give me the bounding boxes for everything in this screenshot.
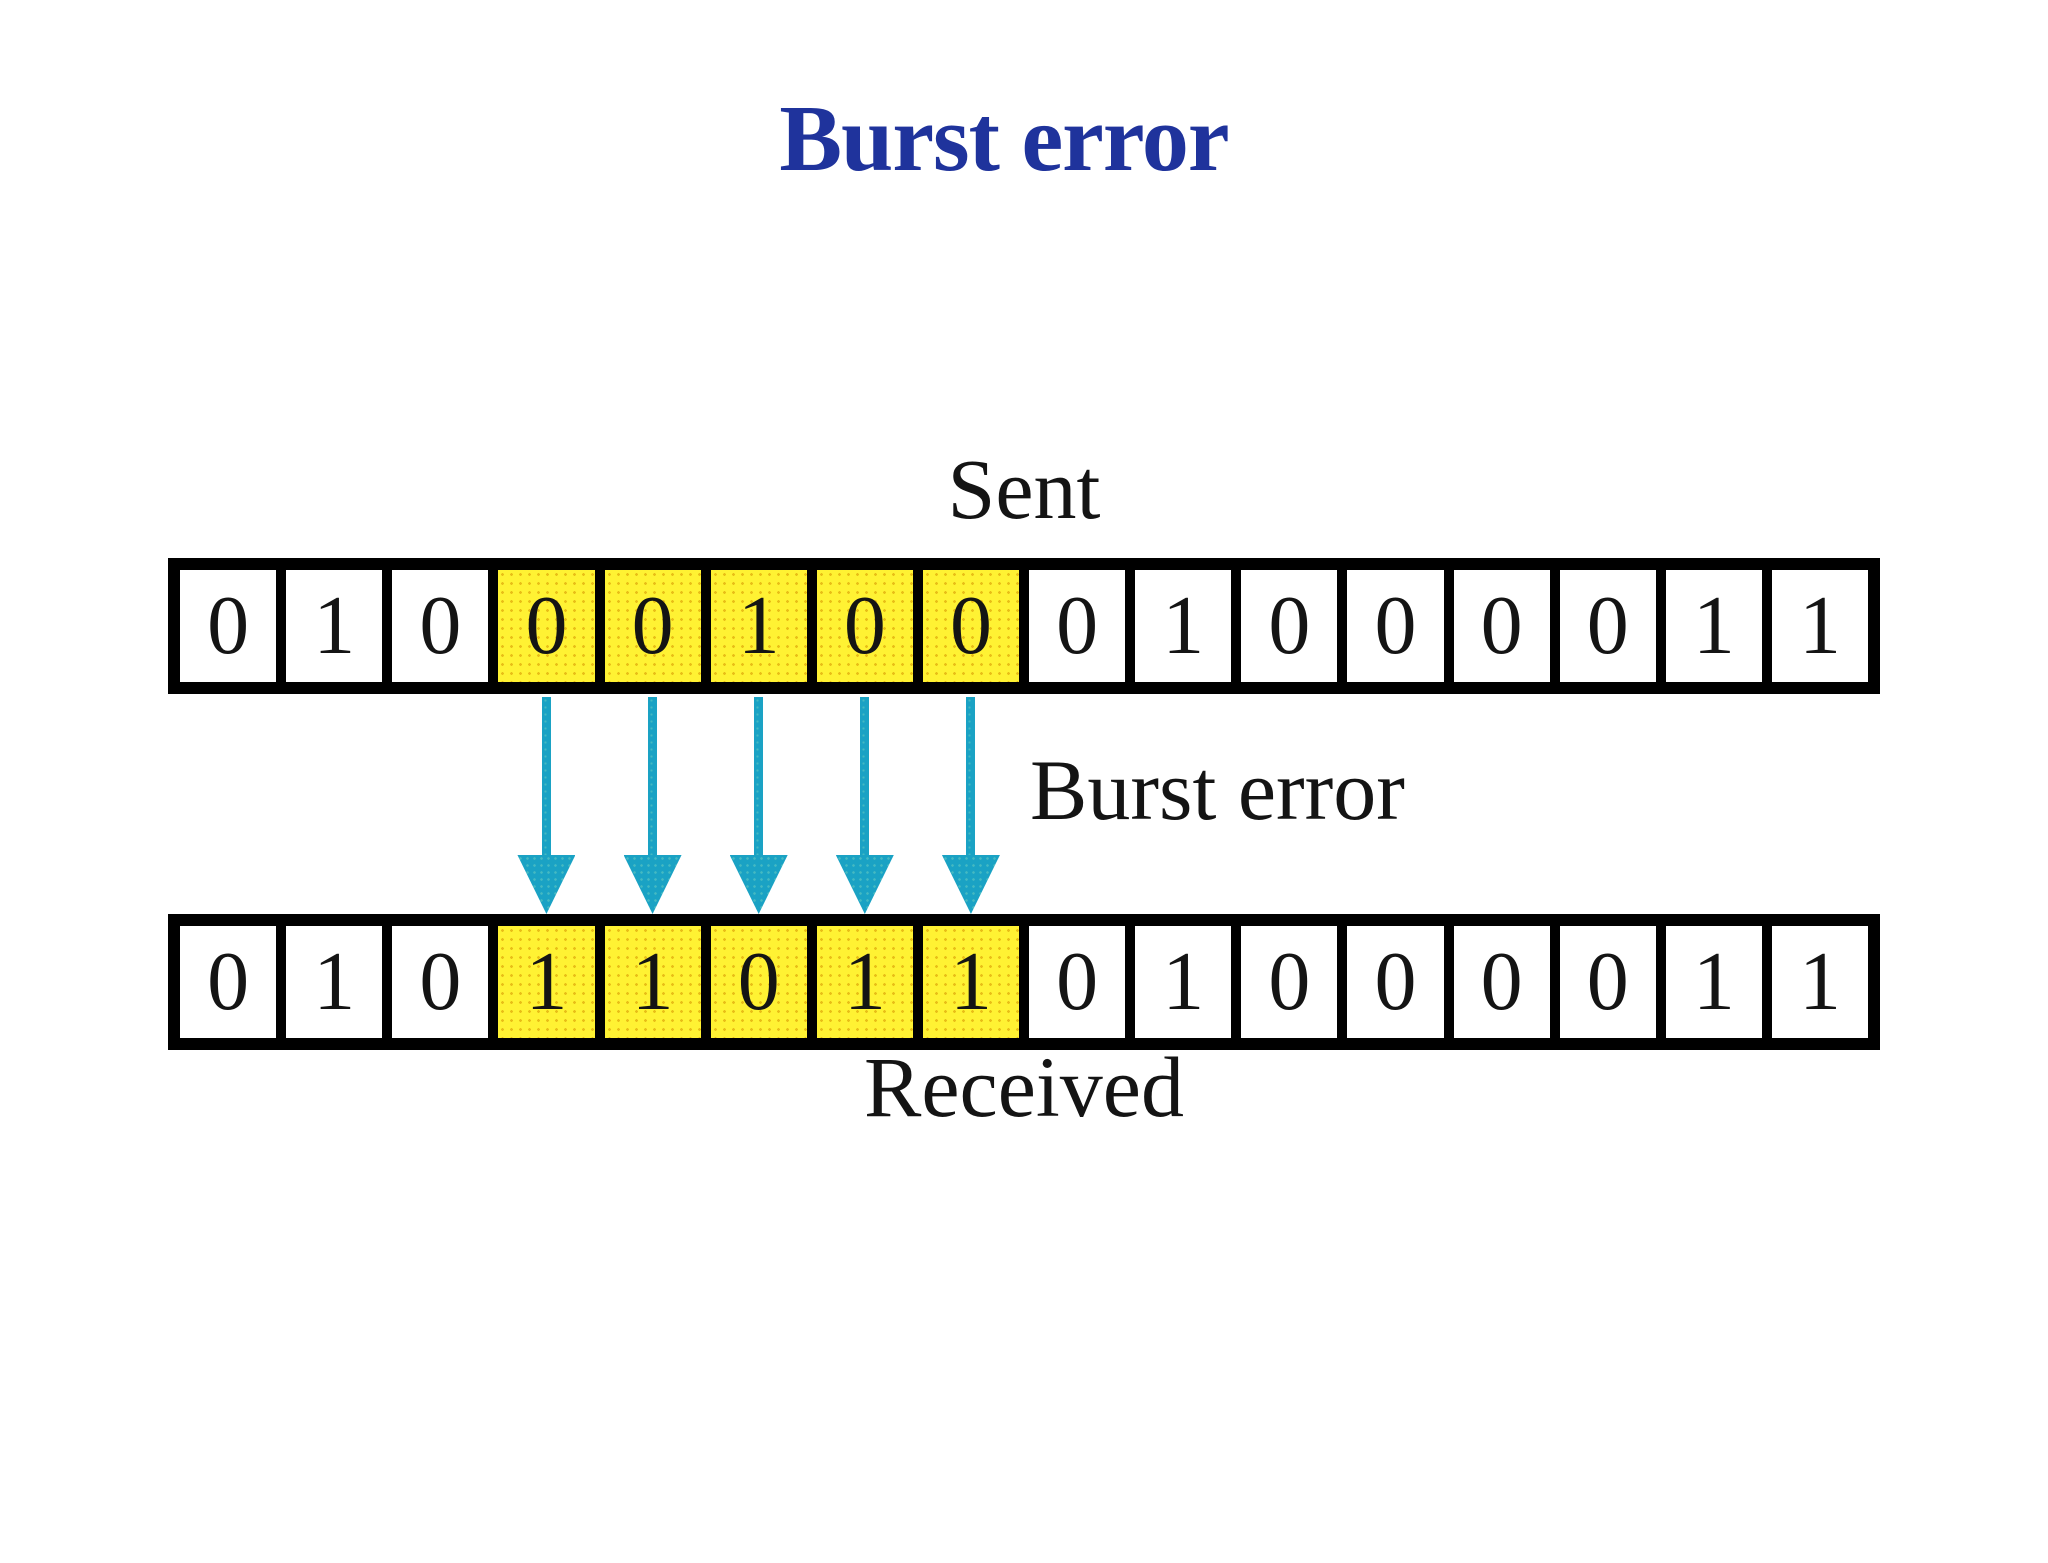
arrow-shaft — [754, 697, 764, 855]
received-label: Received — [864, 1039, 1184, 1135]
corruption-down-arrow-icon — [835, 694, 894, 914]
bit-cell-sent-5: 1 — [710, 570, 807, 682]
bit-cell-received-10: 0 — [1241, 926, 1338, 1038]
bit-cell-sent-14: 1 — [1665, 570, 1762, 682]
bit-cell-sent-12: 0 — [1453, 570, 1550, 682]
bit-cell-received-5: 0 — [710, 926, 807, 1038]
corruption-down-arrow-icon — [941, 694, 1000, 914]
bit-cell-sent-10: 0 — [1241, 570, 1338, 682]
arrow-head — [517, 855, 576, 914]
bit-cell-sent-3: 0 — [498, 570, 595, 682]
corruption-down-arrow-icon — [623, 694, 682, 914]
bit-cell-sent-6: 0 — [816, 570, 913, 682]
arrow-head — [941, 855, 1000, 914]
corruption-down-arrow-icon — [729, 694, 788, 914]
arrow-shaft — [966, 697, 976, 855]
bit-cell-received-13: 0 — [1559, 926, 1656, 1038]
sent-label: Sent — [947, 441, 1101, 537]
bit-cell-sent-15: 1 — [1771, 570, 1868, 682]
bit-cell-received-3: 1 — [498, 926, 595, 1038]
slide-title: Burst error — [779, 87, 1229, 191]
bit-cell-received-0: 0 — [180, 926, 277, 1038]
bit-cell-received-2: 0 — [392, 926, 489, 1038]
bit-cell-received-15: 1 — [1771, 926, 1868, 1038]
arrow-shaft — [648, 697, 658, 855]
arrow-head — [623, 855, 682, 914]
bit-cell-received-11: 0 — [1347, 926, 1444, 1038]
bit-cell-received-9: 1 — [1135, 926, 1232, 1038]
bit-cell-received-6: 1 — [816, 926, 913, 1038]
arrow-head — [729, 855, 788, 914]
bit-cell-sent-13: 0 — [1559, 570, 1656, 682]
bit-cell-received-14: 1 — [1665, 926, 1762, 1038]
burst-arrows-layer — [168, 694, 1880, 914]
bit-cell-sent-2: 0 — [392, 570, 489, 682]
bit-cell-sent-7: 0 — [922, 570, 1019, 682]
bit-cell-received-8: 0 — [1029, 926, 1126, 1038]
arrow-shaft — [860, 697, 870, 855]
arrow-head — [835, 855, 894, 914]
bit-cell-received-7: 1 — [922, 926, 1019, 1038]
bit-cell-sent-0: 0 — [180, 570, 277, 682]
arrow-shaft — [541, 697, 551, 855]
bit-cell-received-4: 1 — [604, 926, 701, 1038]
bit-cell-sent-9: 1 — [1135, 570, 1232, 682]
bit-cell-sent-1: 1 — [286, 570, 383, 682]
bit-cell-sent-4: 0 — [604, 570, 701, 682]
bit-cell-sent-8: 0 — [1029, 570, 1126, 682]
burst-error-label: Burst error — [1030, 742, 1405, 838]
bit-cell-sent-11: 0 — [1347, 570, 1444, 682]
corruption-down-arrow-icon — [517, 694, 576, 914]
bit-cell-received-12: 0 — [1453, 926, 1550, 1038]
bit-cell-received-1: 1 — [286, 926, 383, 1038]
